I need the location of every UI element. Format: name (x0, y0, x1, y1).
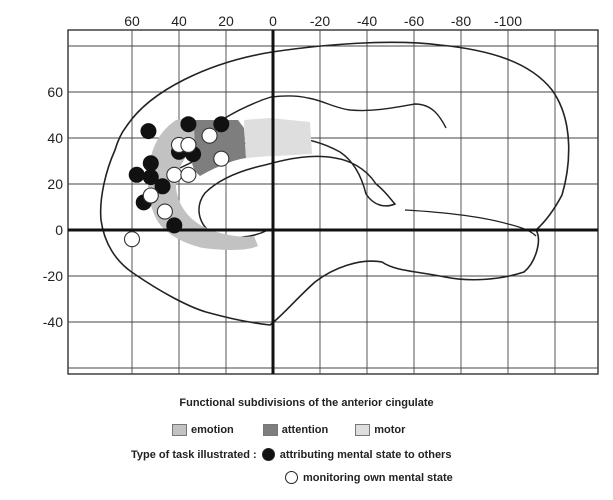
attention-legend-label: attention (281, 424, 329, 436)
attributing-point (140, 123, 157, 140)
attributing-point (154, 178, 171, 195)
x-tick-label: 20 (218, 13, 234, 29)
x-tick-label: -20 (310, 13, 330, 29)
attributing-point (142, 169, 159, 186)
y-tick-label: 20 (47, 176, 63, 192)
task-legend-row-2: monitoring own mental state (280, 471, 453, 484)
x-tick-label: -40 (357, 13, 377, 29)
attributing-point (142, 155, 159, 172)
grid-frame (67, 29, 599, 375)
white-dot-icon (285, 471, 298, 484)
attributing-point (213, 116, 230, 133)
motor-region (244, 118, 312, 158)
y-tick-label: 40 (47, 130, 63, 146)
x-tick-label: 60 (124, 13, 140, 29)
monitoring-point (142, 187, 159, 204)
monitoring-point (180, 136, 197, 153)
y-tick-label: -40 (43, 314, 63, 330)
black-dot-icon (261, 448, 275, 461)
y-tick-labels: 60 40 20 0 -20 -40 (43, 84, 63, 330)
task-legend-label: Type of task illustrated : (131, 448, 257, 461)
monitoring-points (123, 127, 230, 248)
figure-caption: Functional subdivisions of the anterior … (179, 397, 434, 409)
y-tick-label: -20 (43, 268, 63, 284)
x-tick-label: -100 (494, 13, 522, 29)
monitoring-point (180, 166, 197, 183)
monitoring-point (213, 150, 230, 167)
y-tick-label: 0 (55, 222, 63, 238)
x-tick-label: -80 (451, 13, 471, 29)
region-legend: emotion attention motor (172, 424, 405, 436)
emotion-swatch (172, 424, 187, 436)
monitoring-point (123, 231, 141, 248)
attributing-point (166, 217, 183, 234)
task-legend-row-1: Type of task illustrated : attributing m… (131, 448, 451, 461)
x-tick-label: 40 (171, 13, 187, 29)
x-tick-label: -60 (404, 13, 424, 29)
brain-outline (99, 41, 570, 326)
x-tick-labels: 60 40 20 0 -20 -40 -60 -80 -100 (124, 13, 522, 29)
monitoring-point (156, 203, 173, 220)
attributing-legend-label: attributing mental state to others (279, 448, 452, 461)
motor-swatch (355, 424, 371, 436)
brain-diagram: 60 40 20 0 -20 -40 -60 -80 -100 60 40 20 0 -20 -40 (43, 13, 599, 375)
motor-legend-label: motor (374, 424, 406, 436)
y-tick-label: 60 (47, 84, 63, 100)
monitoring-point (166, 166, 183, 183)
calcarine-line (404, 209, 537, 237)
attributing-point (180, 116, 197, 133)
monitoring-legend-label: monitoring own mental state (303, 471, 453, 484)
attention-swatch (262, 424, 278, 436)
monitoring-point (201, 127, 218, 144)
attributing-point (128, 166, 145, 183)
emotion-legend-label: emotion (191, 424, 234, 436)
x-tick-label: 0 (269, 13, 277, 29)
